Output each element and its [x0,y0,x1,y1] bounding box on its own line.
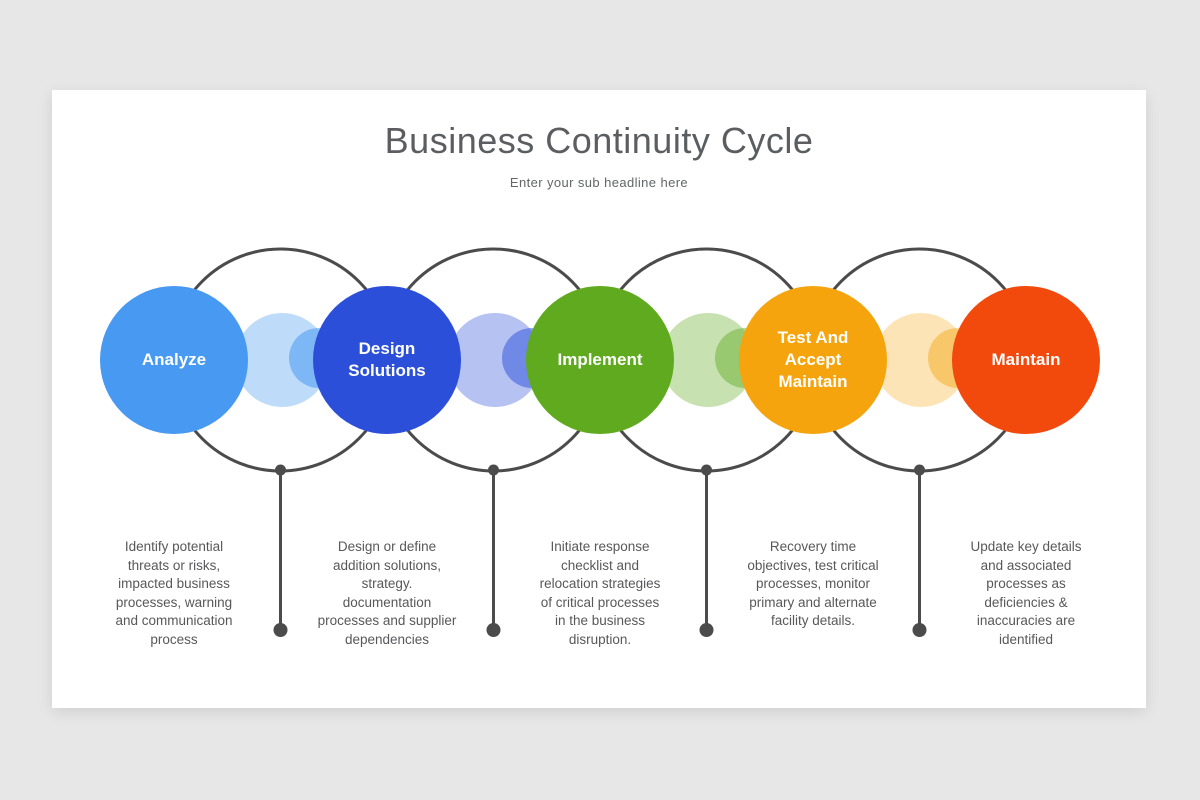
page-subtitle: Enter your sub headline here [509,175,689,190]
stem-top-dot-4 [914,464,925,476]
page-title: Business Continuity Cycle [384,120,814,161]
stem-top-dot-2 [488,464,499,476]
slide-card: Business Continuity Cycle Enter your sub… [52,90,1146,708]
connector-dots [273,464,927,637]
stage-circle-test-accept-maintain: Test And Accept Maintain [739,286,887,434]
accent-big-4 [874,313,968,407]
stage-description-maintain: Update key details and associated proces… [970,539,1082,647]
stage-label-analyze: Analyze [141,350,207,369]
stage-circle-design-solutions: Design Solutions [313,286,461,434]
stem-top-dot-3 [701,464,712,476]
stem-end-dot-3 [699,623,714,637]
stem-end-dot-2 [486,623,501,637]
stage-label-design-solutions: Design Solutions [348,339,426,380]
stage-circle-analyze: Analyze [100,286,248,434]
stage-description-design-solutions: Design or define addition solutions, str… [317,539,457,647]
stage-label-test-accept-maintain: Test And Accept Maintain [777,328,849,391]
stage-description-analyze: Identify potential threats or risks, imp… [115,539,233,647]
stem-end-dot-1 [273,623,288,637]
stage-description-test-accept-maintain: Recovery time objectives, test critical … [747,539,879,628]
accent-big-3 [661,313,755,407]
stem-end-dot-4 [912,623,927,637]
stage-circle-implement: Implement [526,286,674,434]
stage-circle-maintain: Maintain [952,286,1100,434]
stem-top-dot-1 [275,464,286,476]
stage-description-implement: Initiate response checklist and relocati… [539,539,661,647]
stage-label-implement: Implement [557,350,643,369]
connector-stems [279,470,921,630]
stage-label-maintain: Maintain [991,350,1061,369]
